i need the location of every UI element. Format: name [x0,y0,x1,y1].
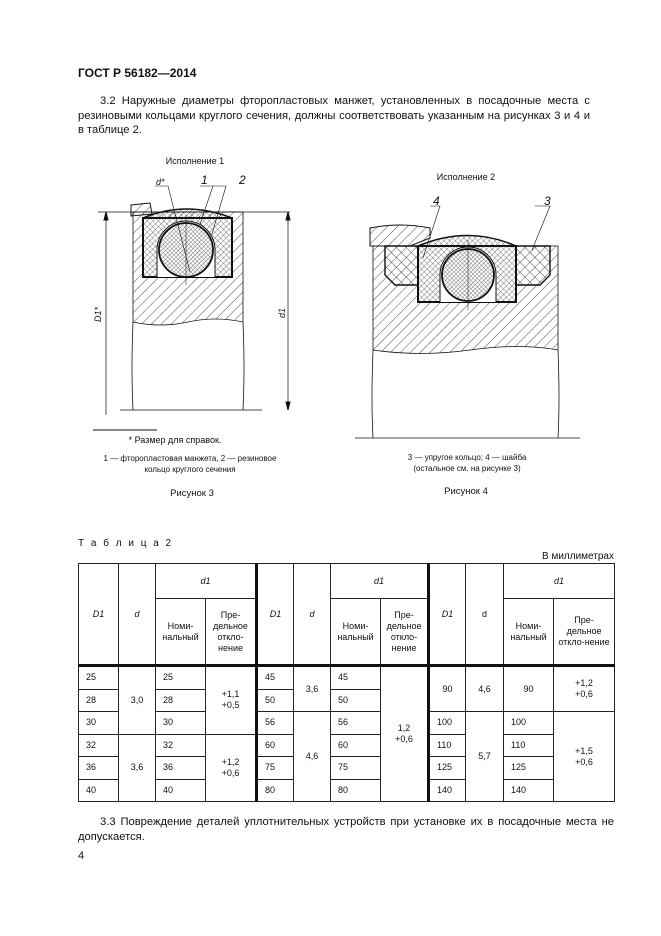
header-D1: D1 [427,563,467,667]
table-cell: 45 [330,665,382,690]
table-cell: 3,0 [118,665,156,735]
table-cell: 28 [155,688,206,712]
label-d1: d1 [277,308,287,318]
table-cell: 50 [330,688,382,712]
table-cell: 1,2 +0,6 [380,665,430,802]
header-d1: d1 [330,563,430,599]
label-2: 2 [238,173,246,187]
table-cell: 4,6 [465,665,505,712]
table-cell: 32 [78,733,119,757]
table-cell: +1,1 +0,5 [204,665,258,735]
table-cell: 5,7 [465,711,505,802]
header-d: d [465,563,505,667]
figure-4-caption: Рисунок 4 [444,486,488,497]
figure-4-legend-1: 3 — упругое кольцо; 4 — шайба [408,453,527,462]
header-d1: d1 [503,563,616,599]
table-cell: 110 [503,733,555,757]
header-deviation: Пре-дельное откло-нение [380,598,430,667]
header-D1: D1 [255,563,295,667]
table-cell: 100 [427,711,467,735]
paragraph-3-3: 3.3 Повреждение деталей уплотнительных у… [78,816,614,843]
header-d: d [118,563,156,667]
table-cell: 36 [78,756,119,780]
label-1: 1 [201,173,208,187]
figure-4-variant: Исполнение 2 [437,172,495,182]
header-d: d [293,563,332,667]
label-d: d* [156,177,165,187]
figure-4-drawing: Исполнение 2 4 3 [355,172,580,439]
table-cell: 125 [503,756,555,780]
table-cell: +1,2 +0,6 [553,665,616,712]
table-cell: 36 [155,756,206,780]
header-D1: D1 [78,563,119,667]
label-4: 4 [433,194,440,208]
table-cell: 56 [330,711,382,735]
figure-3-legend-2: кольцо круглого сечения [144,465,235,474]
table-cell: +1,5 +0,6 [553,711,616,802]
label-D1: D1* [93,306,103,322]
table-cell: 40 [78,778,119,802]
header-nominal: Номи-нальный [503,598,555,667]
table-cell: 80 [255,778,295,802]
header-nominal: Номи-нальный [330,598,382,667]
table-units: В миллиметрах [542,551,614,562]
figure-4-legend-2: (остальное см. на рисунке 3) [413,464,521,473]
table-row: 40 40 80 80 140 140 [78,778,615,802]
table-cell: 75 [255,756,295,780]
table-cell: 80 [330,778,382,802]
table-cell: 32 [155,733,206,757]
table-cell: +1,2 +0,6 [204,733,258,802]
table-cell: 140 [427,778,467,802]
header-deviation: Пре-дельное откло-нение [204,598,258,667]
page-number: 4 [78,850,85,862]
table-cell: 75 [330,756,382,780]
table-caption: Т а б л и ц а 2 [78,538,174,549]
header-deviation: Пре-дельное откло-нение [553,598,616,667]
table-cell: 25 [78,665,119,690]
table-row: 36 36 75 75 125 125 [78,756,615,780]
table-cell: 3,6 [293,665,332,712]
figures: Исполнение 1 d* 1 2 D1* d1 * Размер для … [93,156,580,499]
table-cell: 90 [503,665,555,712]
table-cell: 56 [255,711,295,735]
table-cell: 3,6 [118,733,156,802]
table-cell: 60 [255,733,295,757]
table-cell: 30 [78,711,119,735]
label-3: 3 [544,194,551,208]
table-cell: 4,6 [293,711,332,802]
table-cell: 50 [255,688,295,712]
document-header: ГОСТ Р 56182—2014 [78,66,197,80]
figure-3-footnote: * Размер для справок. [129,435,222,445]
figure-3-drawing: Исполнение 1 d* 1 2 D1* d1 [93,156,291,431]
figure-3-variant: Исполнение 1 [166,156,224,166]
figure-3-caption: Рисунок 3 [170,488,214,499]
table-cell: 60 [330,733,382,757]
header-d1: d1 [154,563,258,599]
table-cell: 28 [78,688,119,712]
table-cell: 30 [155,711,206,735]
table-cell: 90 [427,665,467,712]
table-cell: 45 [255,665,295,690]
table-cell: 40 [155,778,206,802]
table-cell: 125 [427,756,467,780]
header-nominal: Номи-нальный [155,598,206,667]
table-cell: 100 [503,711,555,735]
table-cell: 140 [503,778,555,802]
table-cell: 110 [427,733,467,757]
table-cell: 25 [155,665,206,690]
paragraph-3-2: 3.2 Наружные диаметры фторопластовых ман… [78,95,590,136]
figure-3-legend-1: 1 — фторопластовая манжета, 2 — резиново… [104,454,277,463]
